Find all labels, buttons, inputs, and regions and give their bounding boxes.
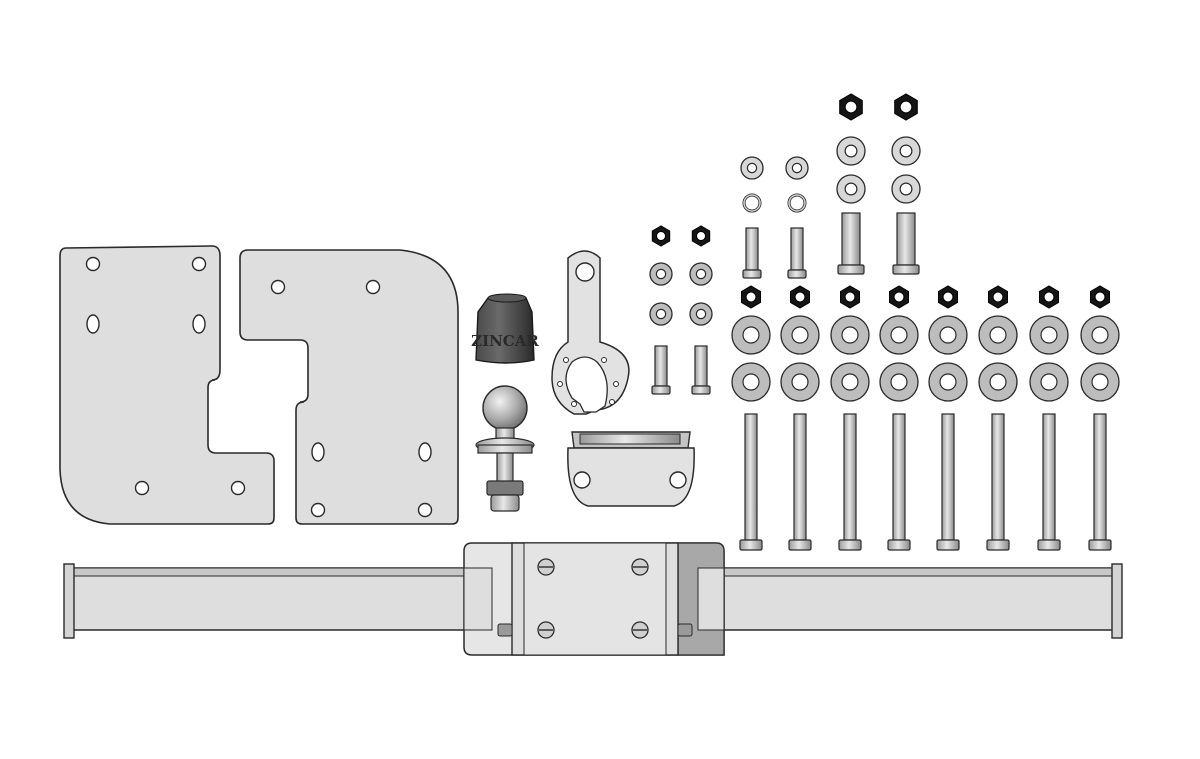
- flat-washer: [928, 315, 968, 355]
- hex-nut: [840, 285, 860, 309]
- hex-nut: [790, 285, 810, 309]
- bolt: [936, 413, 960, 551]
- plate-hole: [270, 279, 286, 295]
- flat-washer: [978, 362, 1018, 402]
- bolt: [838, 413, 862, 551]
- flat-washer: [830, 315, 870, 355]
- crossbar: [63, 542, 1123, 656]
- flat-washer: [740, 156, 764, 180]
- long-bolt-set: [731, 285, 1120, 551]
- hex-nut: [651, 225, 671, 247]
- plate-slot: [311, 442, 325, 462]
- medium-bolt-set: [740, 156, 809, 279]
- spring-washer: [787, 193, 807, 213]
- bolt: [986, 413, 1010, 551]
- flat-washer: [1080, 315, 1120, 355]
- hex-nut: [691, 225, 711, 247]
- bolt: [892, 212, 920, 275]
- flat-washer: [731, 315, 771, 355]
- right-mounting-plate: [239, 249, 459, 525]
- bolt: [887, 413, 911, 551]
- flat-washer: [891, 136, 921, 166]
- bolt: [1037, 413, 1061, 551]
- hex-nut: [938, 285, 958, 309]
- brand-logo-text: ZINCAR: [471, 332, 539, 350]
- bolt: [787, 227, 807, 279]
- hex-nut: [839, 93, 863, 121]
- plate-slot: [86, 314, 100, 334]
- ball-cover-cap: ZINCAR: [471, 293, 539, 364]
- flat-washer: [780, 362, 820, 402]
- plate-hole: [191, 256, 207, 272]
- small-bolt-set: [649, 225, 713, 395]
- hex-nut: [741, 285, 761, 309]
- tow-ball: [475, 385, 535, 512]
- plate-hole: [417, 502, 433, 518]
- flat-washer: [978, 315, 1018, 355]
- flat-washer: [891, 174, 921, 204]
- flat-washer: [836, 174, 866, 204]
- spring-washer: [742, 193, 762, 213]
- large-bolt-set: [836, 93, 921, 275]
- bolt: [739, 413, 763, 551]
- flat-washer: [836, 136, 866, 166]
- flat-washer: [879, 315, 919, 355]
- flat-washer: [1080, 362, 1120, 402]
- flat-washer: [928, 362, 968, 402]
- flat-washer: [689, 302, 713, 326]
- hex-nut: [889, 285, 909, 309]
- lower-mount-bracket: [567, 431, 695, 507]
- bolt: [837, 212, 865, 275]
- flat-washer: [830, 362, 870, 402]
- plate-hole: [85, 256, 101, 272]
- hex-nut: [988, 285, 1008, 309]
- flat-washer: [731, 362, 771, 402]
- socket-bracket: [551, 250, 630, 415]
- bolt: [788, 413, 812, 551]
- flat-washer: [689, 262, 713, 286]
- plate-hole: [230, 480, 246, 496]
- flat-washer: [879, 362, 919, 402]
- hex-nut: [1090, 285, 1110, 309]
- bolt: [1088, 413, 1112, 551]
- housing-screw: [537, 558, 649, 639]
- plate-slot: [192, 314, 206, 334]
- left-mounting-plate: [59, 245, 275, 525]
- plate-hole: [310, 502, 326, 518]
- flat-washer: [649, 262, 673, 286]
- plate-hole: [134, 480, 150, 496]
- hex-nut: [894, 93, 918, 121]
- flat-washer: [649, 302, 673, 326]
- flat-washer: [1029, 362, 1069, 402]
- bolt: [691, 345, 711, 395]
- flat-washer: [785, 156, 809, 180]
- hex-nut: [1039, 285, 1059, 309]
- flat-washer: [1029, 315, 1069, 355]
- flat-washer: [780, 315, 820, 355]
- plate-slot: [418, 442, 432, 462]
- bolt: [651, 345, 671, 395]
- bolt: [742, 227, 762, 279]
- plate-hole: [365, 279, 381, 295]
